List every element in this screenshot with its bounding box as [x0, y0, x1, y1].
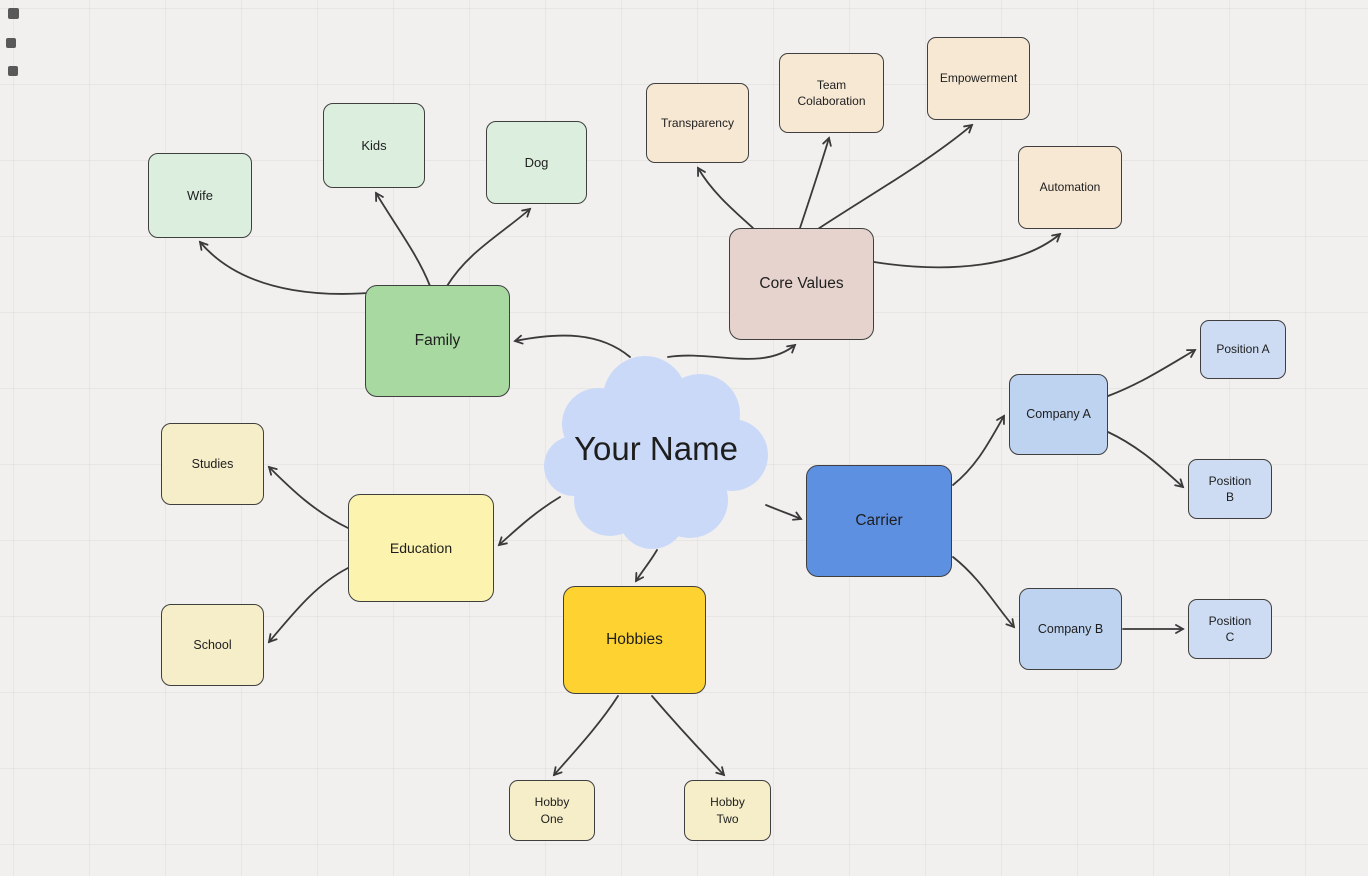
left-edge-icon[interactable]	[8, 8, 19, 19]
left-edge-icon[interactable]	[8, 66, 18, 76]
node-label: Position A	[1216, 342, 1270, 357]
node-label: Hobbies	[606, 630, 663, 648]
node-empowerment[interactable]: Empowerment	[927, 37, 1030, 120]
connector-carrier-companyb[interactable]	[952, 556, 1016, 629]
node-label: Hobby Two	[710, 795, 745, 826]
node-label: Empowerment	[939, 71, 1018, 86]
node-label: Automation	[1039, 180, 1101, 195]
connector-core-empowerment[interactable]	[817, 123, 974, 230]
node-label: Position B	[1208, 473, 1252, 504]
connector-hobbies-hobbyone[interactable]	[552, 695, 619, 777]
node-kids[interactable]: Kids	[323, 103, 425, 188]
node-company-b[interactable]: Company B	[1019, 588, 1122, 670]
connector-core-transparency[interactable]	[697, 166, 754, 229]
node-position-c[interactable]: Position C	[1188, 599, 1272, 659]
node-label: School	[193, 637, 232, 652]
node-wife[interactable]: Wife	[148, 153, 252, 238]
connector-companya-positionb[interactable]	[1107, 431, 1185, 489]
node-label: Hobby One	[534, 795, 570, 826]
node-dog[interactable]: Dog	[486, 121, 587, 204]
node-team-colaboration[interactable]: Team Colaboration	[779, 53, 884, 133]
node-label: Your Name	[574, 430, 738, 468]
node-transparency[interactable]: Transparency	[646, 83, 749, 163]
node-label: Position C	[1208, 613, 1252, 644]
node-studies[interactable]: Studies	[161, 423, 264, 505]
node-label: Studies	[191, 456, 234, 471]
node-label: Company A	[1026, 407, 1091, 422]
node-carrier[interactable]: Carrier	[806, 465, 952, 577]
node-label: Family	[414, 331, 461, 349]
connector-education-school[interactable]	[267, 567, 349, 644]
node-label: Company B	[1037, 621, 1104, 636]
node-label: Kids	[361, 137, 387, 153]
node-company-a[interactable]: Company A	[1009, 374, 1108, 455]
node-core-values[interactable]: Core Values	[729, 228, 874, 340]
left-edge-icon[interactable]	[6, 38, 16, 48]
node-label: Education	[389, 539, 453, 556]
node-position-a[interactable]: Position A	[1200, 320, 1286, 379]
cloud-shape-icon	[544, 356, 768, 549]
node-label: Core Values	[759, 274, 844, 292]
node-automation[interactable]: Automation	[1018, 146, 1122, 229]
node-label: Dog	[524, 154, 549, 170]
connector-companya-positiona[interactable]	[1107, 349, 1197, 397]
node-family[interactable]: Family	[365, 285, 510, 397]
connector-carrier-companya[interactable]	[952, 414, 1005, 486]
connector-core-team[interactable]	[799, 136, 832, 229]
connector-family-dog[interactable]	[446, 207, 532, 287]
node-hobby-one[interactable]: Hobby One	[509, 780, 595, 841]
connector-education-studies[interactable]	[267, 465, 349, 529]
connector-core-automation[interactable]	[873, 232, 1062, 269]
node-hobby-two[interactable]: Hobby Two	[684, 780, 771, 841]
connector-family-kids[interactable]	[375, 191, 431, 287]
node-hobbies[interactable]: Hobbies	[563, 586, 706, 694]
node-your-name[interactable]: Your Name	[540, 350, 772, 556]
node-education[interactable]: Education	[348, 494, 494, 602]
node-label: Team Colaboration	[797, 77, 866, 108]
node-position-b[interactable]: Position B	[1188, 459, 1272, 519]
node-label: Transparency	[661, 115, 734, 130]
connector-hobbies-hobbytwo[interactable]	[651, 695, 726, 777]
node-label: Wife	[187, 187, 213, 203]
node-school[interactable]: School	[161, 604, 264, 686]
node-label: Carrier	[855, 511, 903, 529]
